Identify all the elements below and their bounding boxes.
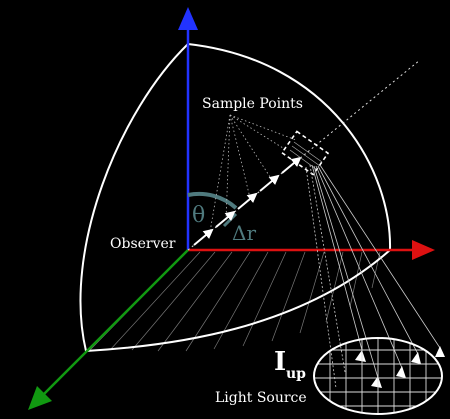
light-source-disk (313, 337, 443, 415)
x-axis-arrowhead (412, 240, 435, 260)
z-axis-line (41, 249, 189, 397)
sample-volume-box (280, 130, 330, 176)
z-axis-arrowhead (28, 386, 52, 410)
hemisphere-outline (79, 42, 392, 353)
observer-label: Observer (110, 236, 176, 252)
sample-step-arrows (193, 156, 302, 246)
sample-leader-lines (209, 114, 297, 233)
sample-points-label: Sample Points (202, 96, 303, 112)
light-ray-arrowheads (355, 346, 445, 388)
y-axis-arrowhead (178, 7, 198, 30)
intensity-label: I (274, 347, 286, 377)
floor-hatching (89, 249, 381, 352)
delta-r-label: Δr (232, 221, 256, 245)
intensity-subscript: up (286, 366, 306, 382)
theta-arc (187, 191, 238, 210)
light-source-label: Light Source (215, 390, 307, 406)
theta-label: θ (192, 203, 205, 228)
